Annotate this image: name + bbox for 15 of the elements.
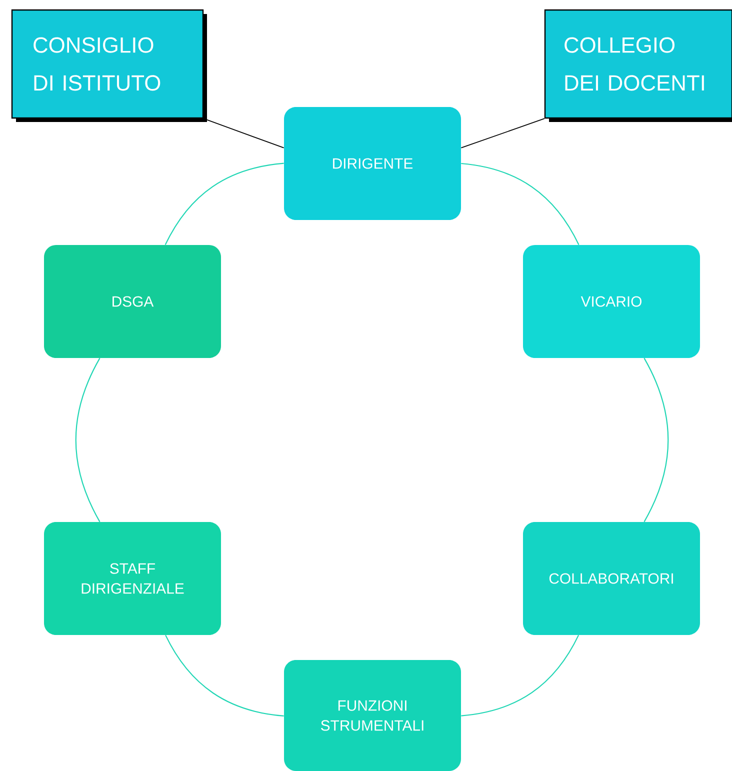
role-box: VICARIO (523, 245, 700, 358)
role-box: DIRIGENTE (284, 107, 461, 220)
role-box: COLLABORATORI (523, 522, 700, 635)
title-box: CONSIGLIO DI ISTITUTO (11, 9, 207, 122)
ring-arc (75, 358, 100, 522)
role-box: DSGA (44, 245, 221, 358)
ring-arc (461, 634, 580, 716)
ring-arc (461, 162, 580, 246)
ring-arc (164, 162, 284, 246)
role-box: FUNZIONI STRUMENTALI (284, 660, 461, 771)
title-box: COLLEGIO DEI DOCENTI (544, 9, 732, 122)
ring-arc (165, 634, 284, 716)
role-box: STAFF DIRIGENZIALE (44, 522, 221, 635)
ring-arc (644, 358, 669, 522)
connector-line (460, 118, 545, 148)
